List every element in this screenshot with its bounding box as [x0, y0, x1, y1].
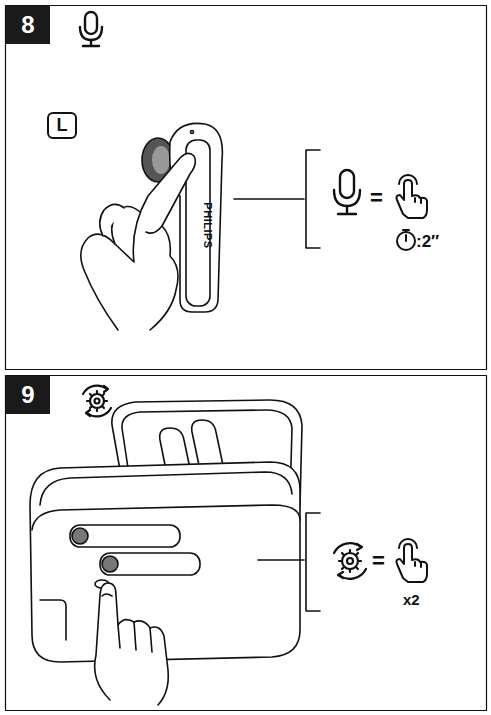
leader-line	[234, 198, 304, 200]
node-text: 9	[21, 381, 34, 409]
duration: :2″	[416, 233, 439, 250]
charging-case-drawing	[30, 400, 302, 662]
brand-mark: PHILIPS	[201, 202, 212, 248]
step-number: 9	[6, 376, 50, 414]
settings-icon	[83, 386, 111, 417]
tap-count: x2	[403, 592, 420, 607]
bracket	[306, 150, 320, 248]
mic-icon	[80, 12, 102, 46]
step-number: 8	[6, 6, 50, 44]
equals-sign: =	[372, 550, 385, 572]
hand-drawing	[81, 153, 196, 330]
mic-symbol	[334, 170, 360, 214]
node-text: 8	[21, 11, 34, 39]
side-indicator: L	[47, 112, 77, 139]
equals-sign: =	[370, 187, 383, 209]
timer-symbol	[397, 230, 415, 250]
leader-line	[258, 559, 304, 561]
node-text: L	[57, 115, 68, 136]
bracket	[306, 513, 320, 611]
panel-frame	[6, 376, 487, 711]
panel-frame	[6, 6, 487, 370]
settings-symbol	[334, 543, 366, 579]
hand-drawing	[95, 583, 169, 705]
tap-symbol	[396, 539, 427, 582]
tap-symbol	[396, 175, 427, 218]
